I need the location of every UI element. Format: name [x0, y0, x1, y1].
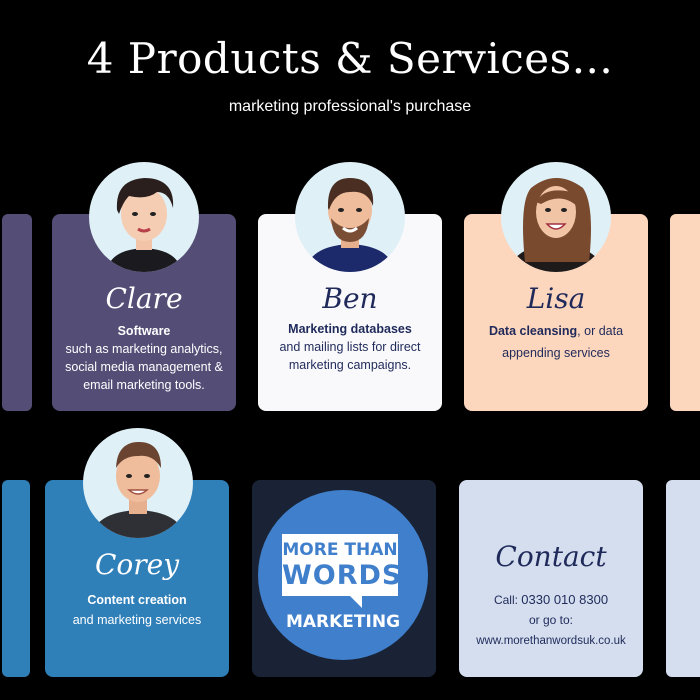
contact-title: Contact [495, 540, 607, 573]
page-subtitle: marketing professional's purchase [228, 98, 472, 115]
card-body-text: and marketing services [72, 613, 202, 627]
card-bold-text: Data cleansing [488, 324, 578, 338]
logo-line-words: WORDS [282, 560, 403, 591]
avatar-lisa [501, 162, 611, 272]
card-name: Lisa [526, 282, 586, 315]
card-body-text: , or data appending services [502, 324, 624, 360]
card-stub-left-row1 [2, 214, 32, 411]
card-body-text: such as marketing analytics, social medi… [65, 342, 223, 392]
logo-line-more-than: MORE THAN [282, 540, 398, 560]
contact-details: Call: 0330 010 8300 or go to: www.moreth… [465, 590, 637, 651]
card-stub-right-row1 [670, 214, 700, 411]
website-link[interactable]: www.morethanwordsuk.co.uk [476, 635, 626, 647]
card-bold-text: Marketing databases [288, 322, 412, 336]
call-label: Call: [493, 593, 518, 607]
card-name: Clare [105, 282, 183, 315]
card-contact: Contact Call: 0330 010 8300 or go to: ww… [459, 480, 643, 677]
speech-bubble-icon: MORE THAN WORDS [282, 534, 403, 596]
card-bold-text: Software [117, 324, 171, 338]
person-avatar-icon [509, 178, 603, 272]
avatar-clare [89, 162, 199, 272]
card-name: Ben [322, 282, 378, 315]
card-stub-right-row2 [666, 480, 700, 677]
card-corey: Corey Content creation and marketing ser… [45, 480, 229, 677]
card-bold-text: Content creation [87, 593, 187, 607]
speech-bubble-tail [348, 594, 362, 608]
phone-number[interactable]: 0330 010 8300 [521, 592, 609, 607]
card-description: Software such as marketing analytics, so… [58, 322, 230, 394]
page-title: 4 Products & Services... [86, 34, 614, 83]
avatar-corey [83, 428, 193, 538]
card-body-text: and mailing lists for direct marketing c… [279, 340, 421, 372]
card-name: Corey [94, 548, 180, 581]
or-go-to-text: or go to: [528, 613, 574, 627]
person-avatar-icon [305, 178, 395, 272]
card-description: Marketing databases and mailing lists fo… [264, 320, 436, 374]
card-logo: MORE THAN WORDS MARKETING [252, 480, 436, 677]
logo-line-marketing: MARKETING [285, 612, 401, 632]
person-avatar-icon [107, 178, 181, 272]
avatar-ben [295, 162, 405, 272]
person-avatar-icon [91, 442, 185, 538]
card-description: Data cleansing, or data appending servic… [470, 320, 642, 364]
company-logo: MORE THAN WORDS MARKETING [258, 490, 428, 660]
card-stub-left-row2 [2, 480, 30, 677]
card-description: Content creation and marketing services [51, 590, 223, 630]
